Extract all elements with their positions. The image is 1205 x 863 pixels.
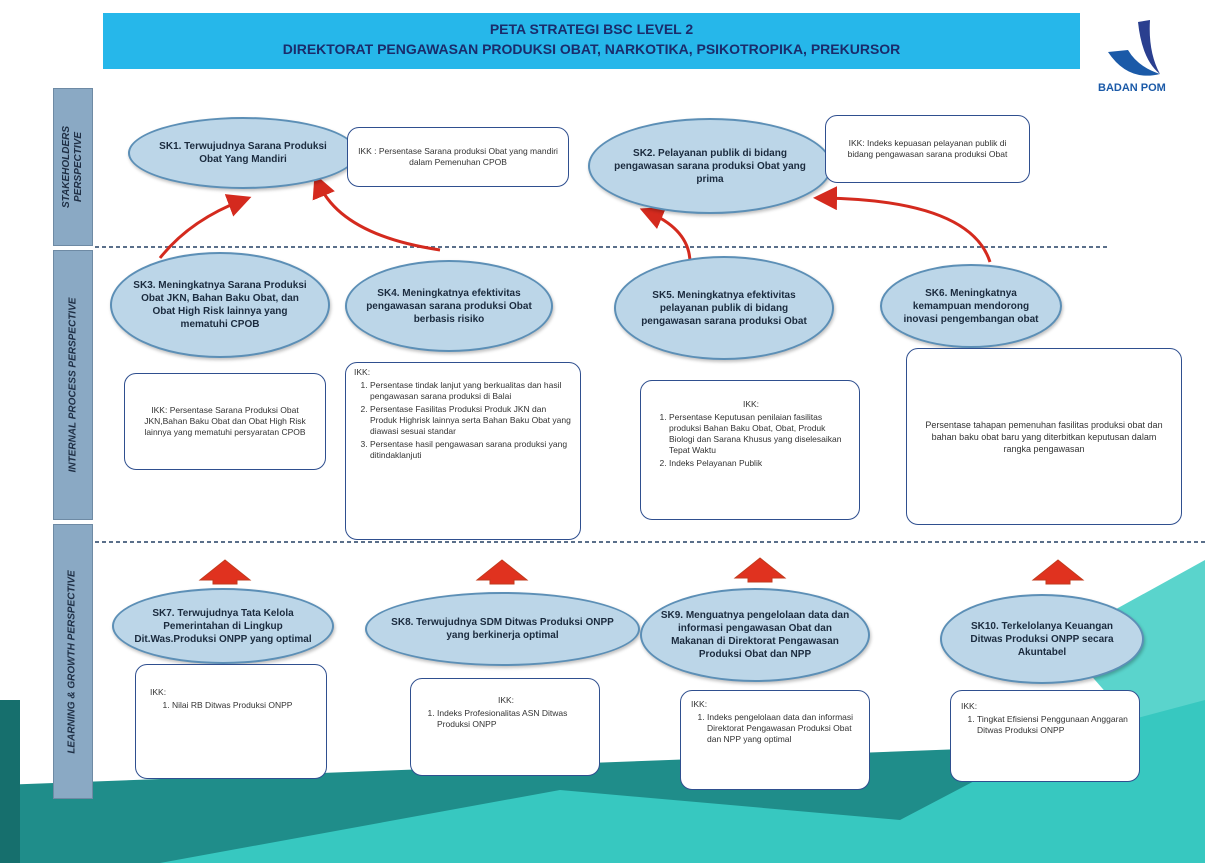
objective-sk5: SK5. Meningkatnya efektivitas pelayanan … xyxy=(614,256,834,360)
objective-sk9: SK9. Menguatnya pengelolaan data dan inf… xyxy=(640,588,870,682)
objective-sk7: SK7. Terwujudnya Tata Kelola Pemerintaha… xyxy=(112,588,334,664)
indicator-sk5-item: Indeks Pelayanan Publik xyxy=(669,458,849,469)
up-arrow-sk10 xyxy=(1031,559,1085,585)
indicator-sk8-title: IKK: xyxy=(497,695,515,705)
indicator-sk7-title: IKK: xyxy=(150,687,167,697)
indicator-sk7: IKK: Nilai RB Ditwas Produksi ONPP xyxy=(135,664,327,779)
indicator-sk4: IKK: Persentase tindak lanjut yang berku… xyxy=(345,362,581,540)
indicator-sk9-title: IKK: xyxy=(691,699,708,709)
up-arrow-sk9 xyxy=(733,557,787,583)
objective-sk4: SK4. Meningkatnya efektivitas pengawasan… xyxy=(345,260,553,352)
logo-text: BADAN POM xyxy=(1098,82,1166,94)
indicator-sk4-item: Persentase tindak lanjut yang berkualita… xyxy=(370,380,572,402)
indicator-sk5-item: Persentase Keputusan penilaian fasilitas… xyxy=(669,412,849,456)
indicator-sk10: IKK: Tingkat Efisiensi Penggunaan Anggar… xyxy=(950,690,1140,782)
indicator-sk1: IKK : Persentase Sarana produksi Obat ya… xyxy=(347,127,569,187)
indicator-sk5: IKK: Persentase Keputusan penilaian fasi… xyxy=(640,380,860,520)
objective-sk3: SK3. Meningkatnya Sarana Produksi Obat J… xyxy=(110,252,330,358)
indicator-sk9-item: Indeks pengelolaan data dan informasi Di… xyxy=(707,712,861,745)
header-subtitle: DIREKTORAT PENGAWASAN PRODUKSI OBAT, NAR… xyxy=(282,41,901,57)
page-header: PETA STRATEGI BSC LEVEL 2 DIREKTORAT PEN… xyxy=(103,13,1080,69)
indicator-sk4-item: Persentase hasil pengawasan sarana produ… xyxy=(370,439,572,461)
indicator-sk3: IKK: Persentase Sarana Produksi Obat JKN… xyxy=(124,373,326,470)
objective-sk6: SK6. Meningkatnya kemampuan mendorong in… xyxy=(880,264,1062,348)
arrow-sk4-to-sk1 xyxy=(312,173,441,252)
perspective-learning: LEARNING & GROWTH PERSPECTIVE xyxy=(53,524,93,799)
indicator-sk8-item: Indeks Profesionalitas ASN Ditwas Produk… xyxy=(437,708,591,730)
indicator-sk5-title: IKK: xyxy=(742,399,760,409)
objective-sk8: SK8. Terwujudnya SDM Ditwas Produksi ONP… xyxy=(365,592,640,666)
arrow-sk5-to-sk2 xyxy=(639,206,692,264)
up-arrow-sk8 xyxy=(475,559,529,585)
indicator-sk10-title: IKK: xyxy=(961,701,978,711)
perspective-stakeholders: STAKEHOLDERS PERSPECTIVE xyxy=(53,88,93,246)
indicator-sk9: IKK: Indeks pengelolaan data dan informa… xyxy=(680,690,870,790)
arrow-sk6-to-sk2 xyxy=(813,186,992,263)
up-arrow-sk7 xyxy=(198,559,252,585)
indicator-sk7-item: Nilai RB Ditwas Produksi ONPP xyxy=(172,700,316,711)
footer-edge xyxy=(0,700,20,863)
badan-pom-logo-icon xyxy=(1108,20,1160,76)
header-title: PETA STRATEGI BSC LEVEL 2 xyxy=(489,21,694,37)
indicator-sk4-title: IKK: xyxy=(354,367,371,377)
objective-sk1: SK1. Terwujudnya Sarana Produksi Obat Ya… xyxy=(128,117,358,189)
indicator-sk4-item: Persentase Fasilitas Produksi Produk JKN… xyxy=(370,404,572,437)
indicator-sk8: IKK: Indeks Profesionalitas ASN Ditwas P… xyxy=(410,678,600,776)
objective-sk2: SK2. Pelayanan publik di bidang pengawas… xyxy=(588,118,832,214)
perspective-internal: INTERNAL PROCESS PERSPECTIVE xyxy=(53,250,93,520)
arrow-sk3-to-sk1 xyxy=(158,194,252,259)
footer-wave-light xyxy=(160,660,1205,863)
indicator-sk2: IKK: Indeks kepuasan pelayanan publik di… xyxy=(825,115,1030,183)
indicator-sk6: Persentase tahapan pemenuhan fasilitas p… xyxy=(906,348,1182,525)
indicator-sk10-item: Tingkat Efisiensi Penggunaan Anggaran Di… xyxy=(977,714,1131,736)
objective-sk10: SK10. Terkelolanya Keuangan Ditwas Produ… xyxy=(940,594,1144,684)
